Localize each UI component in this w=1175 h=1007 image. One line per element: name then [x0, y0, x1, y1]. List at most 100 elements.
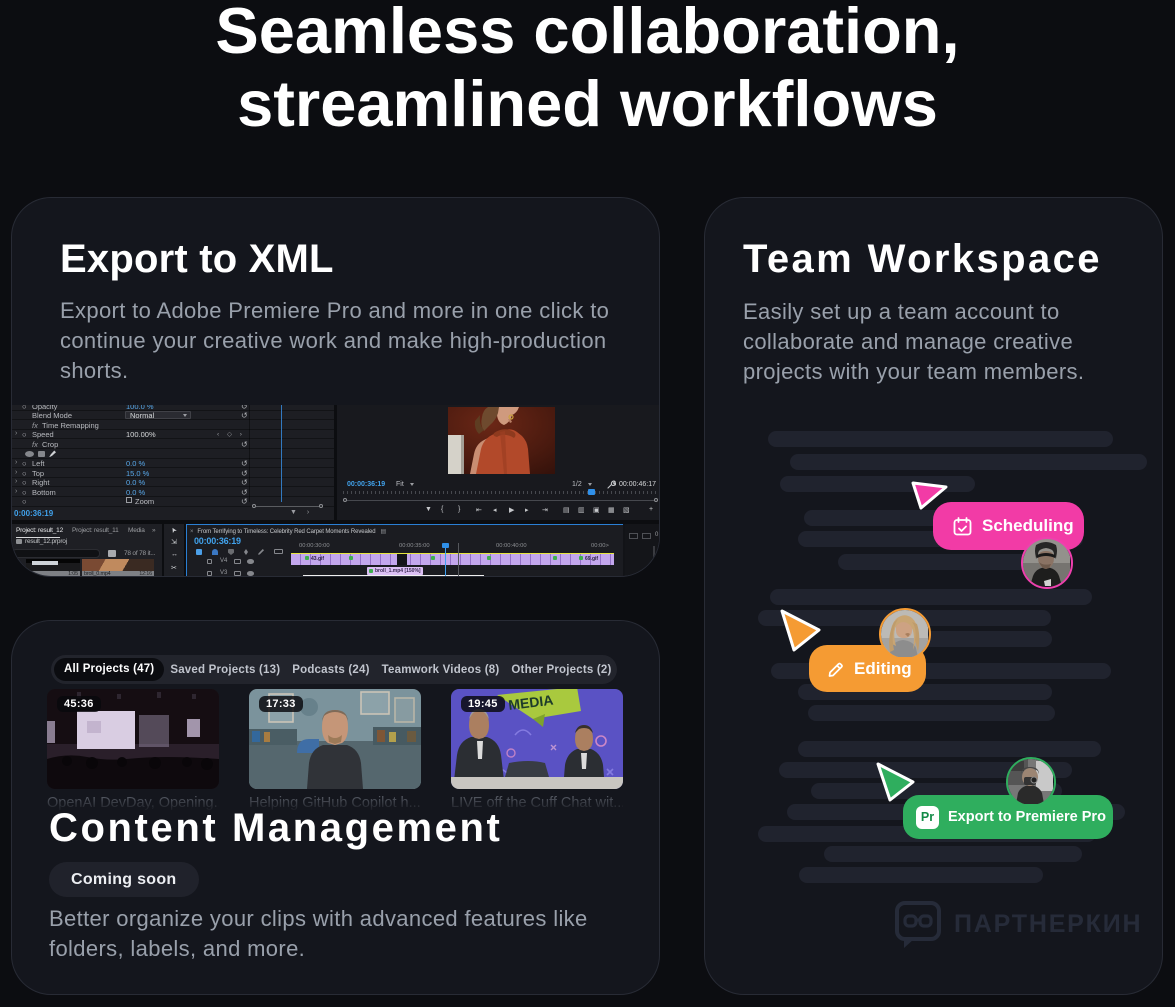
projects-tab[interactable]: Other Projects (2) [511, 663, 612, 676]
row-value[interactable]: 100.00% [126, 430, 156, 440]
timeline-clip-track1[interactable]: 43.gif 69.gif [291, 553, 614, 565]
timeline-tab[interactable]: ×From Terrifying to Timeless: Celebrity … [190, 528, 387, 535]
wrench-icon[interactable] [607, 480, 617, 491]
row-value[interactable]: Zoom [135, 497, 155, 507]
projects-tab[interactable]: Podcasts (24) [292, 663, 370, 676]
zoom-checkbox[interactable] [126, 497, 132, 504]
sync-lock-icon[interactable] [234, 558, 241, 564]
effect-controls-row[interactable]: fx Time Remapping ‹ ◇ › ↺ [12, 420, 334, 430]
marker-icon[interactable]: ▼ [425, 506, 432, 513]
reset-icon[interactable]: ↺ [241, 478, 248, 488]
video-title[interactable]: OpenAI DevDay, Opening... [47, 795, 219, 811]
dropdown-box[interactable] [125, 411, 191, 419]
effect-controls-row[interactable]: ○ Opacity 100.0 % ‹ ◇ › ↺ [12, 405, 334, 411]
projects-tab[interactable]: Teamwork Videos (8) [381, 663, 500, 676]
effect-controls-row[interactable]: › ○ Top 15.0 % ‹ ◇ › ↺ [12, 468, 334, 478]
video-card[interactable]: 45:36 OpenAI DevDay, Opening... [47, 689, 219, 811]
lift-icon[interactable]: ▤ [563, 507, 570, 514]
cc-icon[interactable] [274, 549, 283, 554]
monitor-playhead[interactable] [588, 489, 595, 495]
row-disclosure-icon[interactable]: › [15, 430, 18, 438]
more-tabs-icon[interactable]: » [152, 527, 156, 534]
effect-controls-row[interactable]: ‹ ◇ › ↺ [12, 449, 334, 459]
fit-dropdown[interactable]: Fit [396, 481, 414, 488]
scrollbar[interactable] [653, 546, 655, 576]
lock-icon[interactable] [207, 570, 212, 576]
sync-lock-icon[interactable] [234, 570, 241, 576]
linked-selection-icon[interactable] [212, 549, 218, 555]
track-select-tool-icon[interactable]: ⇲ [171, 539, 177, 546]
monitor-scrubber[interactable] [343, 489, 658, 494]
step-forward-icon[interactable]: ▸ [525, 507, 529, 514]
effect-timeline-playhead[interactable] [281, 405, 282, 502]
reset-icon[interactable]: ↺ [241, 468, 248, 478]
row-value[interactable]: 15.0 % [126, 468, 150, 478]
close-brace-icon[interactable]: } [458, 506, 461, 513]
snap-icon[interactable] [196, 549, 202, 555]
compare-icon[interactable]: ▦ [608, 507, 615, 514]
step-back-icon[interactable]: ◂ [493, 507, 497, 514]
selection-tool-icon[interactable]: ➤ [169, 525, 179, 535]
track-visibility-icon[interactable] [247, 571, 254, 576]
projects-tab[interactable]: Saved Projects (13) [170, 663, 281, 676]
projects-tab[interactable]: All Projects (47) [54, 658, 165, 681]
lock-icon[interactable] [207, 558, 212, 564]
effect-controls-row[interactable]: fx Crop ‹ ◇ › ↺ [12, 439, 334, 449]
monitor-zoom-track[interactable] [343, 498, 658, 503]
project-tab[interactable]: Project: result_11 [72, 527, 119, 534]
export-frame-icon[interactable]: ▣ [593, 507, 600, 514]
row-value[interactable]: 100.0 % [126, 405, 154, 411]
row-value[interactable]: 0.0 % [126, 487, 146, 497]
filter-icons[interactable]: ▼ › [290, 509, 314, 516]
diamond-icon[interactable] [244, 549, 248, 555]
resolution-dropdown[interactable]: 1/2 [572, 481, 592, 488]
project-tab-media[interactable]: Media [128, 527, 145, 534]
row-disclosure-icon[interactable]: › [15, 487, 18, 495]
effect-controls-row[interactable]: › ○ Right 0.0 % ‹ ◇ › ↺ [12, 478, 334, 488]
video-card[interactable]: MEDIA 19:45 LIVE off the Cuff Ch [451, 689, 623, 811]
effect-timeline-zoombar[interactable] [252, 504, 323, 508]
extract-icon[interactable]: ▥ [578, 507, 585, 514]
reset-icon[interactable]: ↺ [241, 459, 248, 469]
effect-controls-row[interactable]: › ○ Speed 100.00% ‹ ◇ › ↺ [12, 430, 334, 440]
row-disclosure-icon[interactable]: › [15, 478, 18, 486]
effect-controls-row[interactable]: ○ Zoom ‹ ◇ › ↺ [12, 497, 334, 507]
editing-pill[interactable]: Editing [809, 645, 926, 692]
export-pill[interactable]: Pr Export to Premiere Pro [903, 795, 1113, 839]
row-value[interactable]: 0.0 % [126, 478, 146, 488]
reset-icon[interactable]: ↺ [241, 405, 248, 411]
row-disclosure-icon[interactable]: › [15, 459, 18, 467]
row-disclosure-icon[interactable]: › [15, 468, 18, 476]
video-title[interactable]: LIVE off the Cuff Chat wit... [451, 795, 623, 811]
reset-icon[interactable]: ↺ [241, 497, 248, 507]
reset-icon[interactable]: ↺ [241, 411, 248, 421]
reset-icon[interactable]: ↺ [241, 439, 248, 449]
keyframe-nav-icons[interactable]: ‹ ◇ › [217, 431, 245, 439]
ripple-edit-tool-icon[interactable]: ↔ [171, 551, 178, 558]
multi-cam-icon[interactable]: ▧ [623, 507, 630, 514]
play-icon[interactable]: ▶ [509, 507, 515, 514]
project-search-input[interactable] [12, 549, 100, 558]
go-to-out-icon[interactable]: ⇥ [542, 507, 548, 514]
project-tab-active[interactable]: Project: result_12 [16, 527, 63, 534]
monitor-timecode[interactable]: 00:00:36:19 [347, 481, 386, 488]
effect-controls-row[interactable]: › ○ Left 0.0 % ‹ ◇ › ↺ [12, 459, 334, 469]
marker-icon[interactable] [228, 549, 234, 555]
open-brace-icon[interactable]: { [441, 506, 444, 513]
row-value[interactable]: 0.0 % [126, 459, 146, 469]
track-visibility-icon[interactable] [247, 559, 254, 564]
video-card[interactable]: 17:33 Helping GitHub Copilot h... [249, 689, 421, 811]
plus-icon[interactable]: + [649, 506, 654, 513]
project-file-name[interactable]: result_12.prproj [25, 537, 67, 545]
wrench-icon[interactable] [258, 549, 264, 555]
timeline-clip-track2[interactable]: broll_1.mp4 [150%] [367, 566, 423, 575]
effect-controls-row[interactable]: Blend Mode Normal ‹ ◇ › ↺ [12, 411, 334, 421]
project-clip-thumbnail[interactable]: 1:05 [26, 559, 80, 576]
row-value[interactable]: Normal [130, 411, 155, 421]
go-to-in-icon[interactable]: ⇤ [476, 507, 482, 514]
timeline-clip-audio[interactable] [303, 575, 484, 576]
effect-controls-row[interactable]: › ○ Bottom 0.0 % ‹ ◇ › ↺ [12, 487, 334, 497]
video-title[interactable]: Helping GitHub Copilot h... [249, 795, 421, 811]
timeline-playhead[interactable] [442, 543, 449, 576]
